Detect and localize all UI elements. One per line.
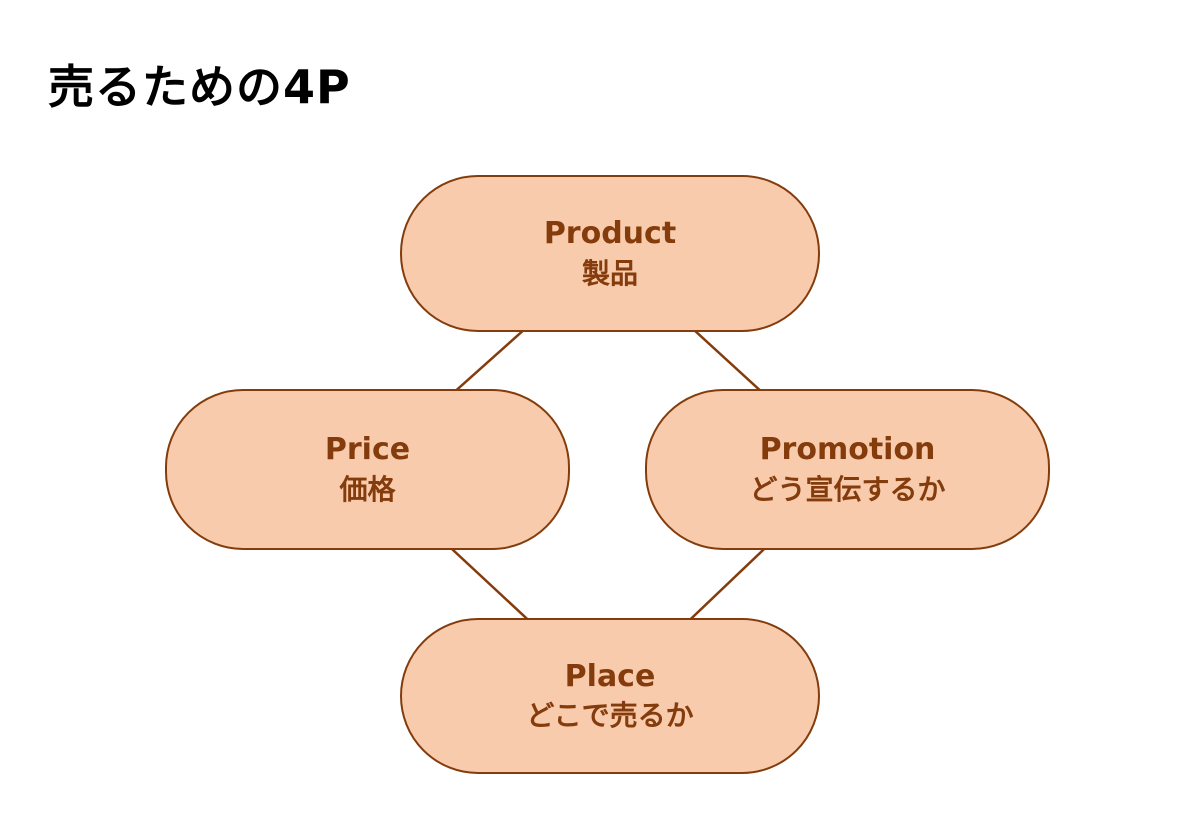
node-promotion-label: Promotion [759,432,936,468]
node-place-label: Place [564,658,656,694]
page-title: 売るための4P [48,60,351,114]
node-promotion: Promotion どう宣伝するか [645,389,1050,550]
node-place: Place どこで売るか [400,618,820,774]
node-product-sublabel: 製品 [581,256,638,290]
node-price-sublabel: 価格 [339,472,396,506]
node-price-label: Price [324,432,411,468]
node-price: Price 価格 [165,389,570,550]
node-promotion-sublabel: どう宣伝するか [749,472,946,506]
node-place-sublabel: どこで売るか [526,699,694,733]
node-product-label: Product [543,216,677,252]
node-product: Product 製品 [400,175,820,332]
